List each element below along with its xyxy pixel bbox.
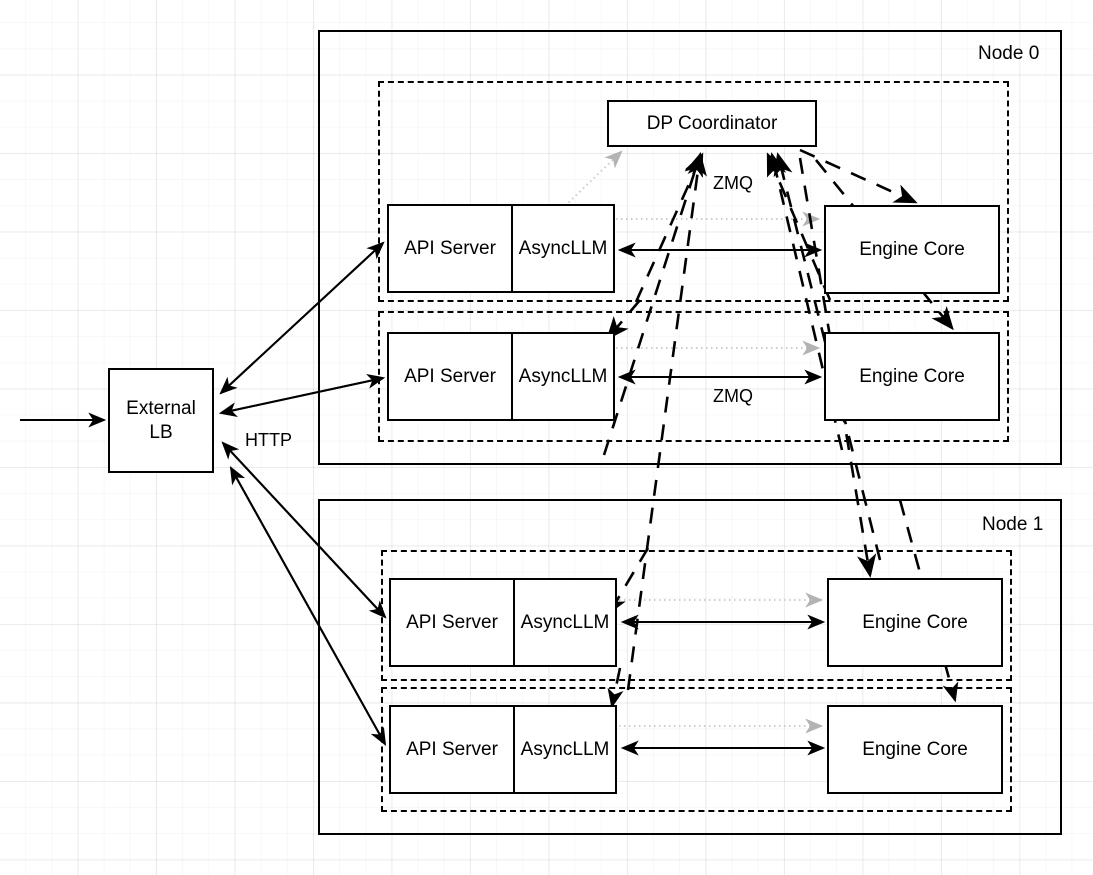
node-0-container [318, 30, 1062, 465]
engine-core-label: Engine Core [859, 238, 965, 260]
node-1-group-0-api-server[interactable]: API Server [391, 580, 515, 665]
node-0-group-1-async-llm[interactable]: AsyncLLM [513, 334, 613, 419]
async-llm-label: AsyncLLM [518, 365, 608, 387]
node-1-group-0-api-stack[interactable]: API Server AsyncLLM [389, 578, 617, 667]
api-server-label: API Server [404, 365, 496, 387]
node-0-group-1-api-server[interactable]: API Server [389, 334, 513, 419]
node-1-group-0 [381, 550, 1012, 681]
dp-coordinator-box[interactable]: DP Coordinator [607, 100, 817, 147]
async-llm-label: AsyncLLM [520, 738, 610, 760]
node-1-group-1-engine-core[interactable]: Engine Core [827, 705, 1003, 794]
node-1-group-0-async-llm[interactable]: AsyncLLM [515, 580, 615, 665]
node-1-group-1-async-llm[interactable]: AsyncLLM [515, 707, 615, 792]
node-1-group-1-api-stack[interactable]: API Server AsyncLLM [389, 705, 617, 794]
external-lb-label-line1: External [126, 397, 196, 419]
external-lb-label-line2: LB [149, 421, 173, 443]
node-0-group-0 [378, 81, 1009, 302]
external-lb-box[interactable]: External LB [108, 368, 214, 473]
api-server-label: API Server [406, 738, 498, 760]
node-0-group-1-engine-core[interactable]: Engine Core [824, 332, 1000, 421]
node-1-label: Node 1 [982, 514, 1044, 535]
node-1-group-1 [381, 687, 1012, 812]
node-0-group-0-api-server[interactable]: API Server [389, 206, 513, 291]
node-1-group-1-api-server[interactable]: API Server [391, 707, 515, 792]
node-0-group-0-api-stack[interactable]: API Server AsyncLLM [387, 204, 615, 293]
engine-core-label: Engine Core [862, 611, 968, 633]
node-0-group-1 [378, 311, 1009, 442]
zmq-coordinator-label: ZMQ [713, 173, 753, 193]
engine-core-label: Engine Core [859, 365, 965, 387]
dp-coordinator-label: DP Coordinator [646, 112, 778, 134]
node-1-container [318, 499, 1062, 835]
node-0-label: Node 0 [978, 43, 1040, 64]
async-llm-label: AsyncLLM [518, 237, 608, 259]
node-0-group-1-api-stack[interactable]: API Server AsyncLLM [387, 332, 615, 421]
http-edge-label: HTTP [245, 430, 292, 450]
async-llm-label: AsyncLLM [520, 611, 610, 633]
api-server-label: API Server [406, 611, 498, 633]
api-server-label: API Server [404, 237, 496, 259]
node-0-group-0-async-llm[interactable]: AsyncLLM [513, 206, 613, 291]
node-1-group-0-engine-core[interactable]: Engine Core [827, 578, 1003, 667]
engine-core-label: Engine Core [862, 738, 968, 760]
node-0-group-0-engine-core[interactable]: Engine Core [824, 205, 1000, 294]
zmq-node-0-group-1-label: ZMQ [713, 386, 753, 406]
